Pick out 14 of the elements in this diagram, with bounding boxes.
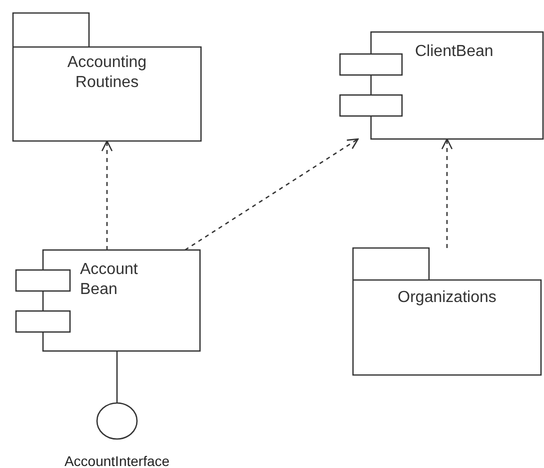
interface-circle: [97, 403, 137, 439]
dependency-arrow: [184, 138, 359, 251]
node-label: ClientBean: [415, 42, 494, 62]
node-label: Accounting Routines: [66, 53, 148, 93]
node-label: Organizations: [396, 288, 498, 308]
interface-label: AccountInterface: [64, 453, 170, 468]
package-symbol: [13, 13, 201, 141]
component-symbol: [340, 32, 543, 139]
connector-line: [116, 351, 118, 403]
dependency-arrow: [101, 140, 113, 250]
component-symbol: [16, 250, 200, 351]
package-symbol: [353, 248, 541, 375]
dependency-arrow: [441, 138, 453, 248]
node-label: Account Bean: [80, 260, 139, 300]
